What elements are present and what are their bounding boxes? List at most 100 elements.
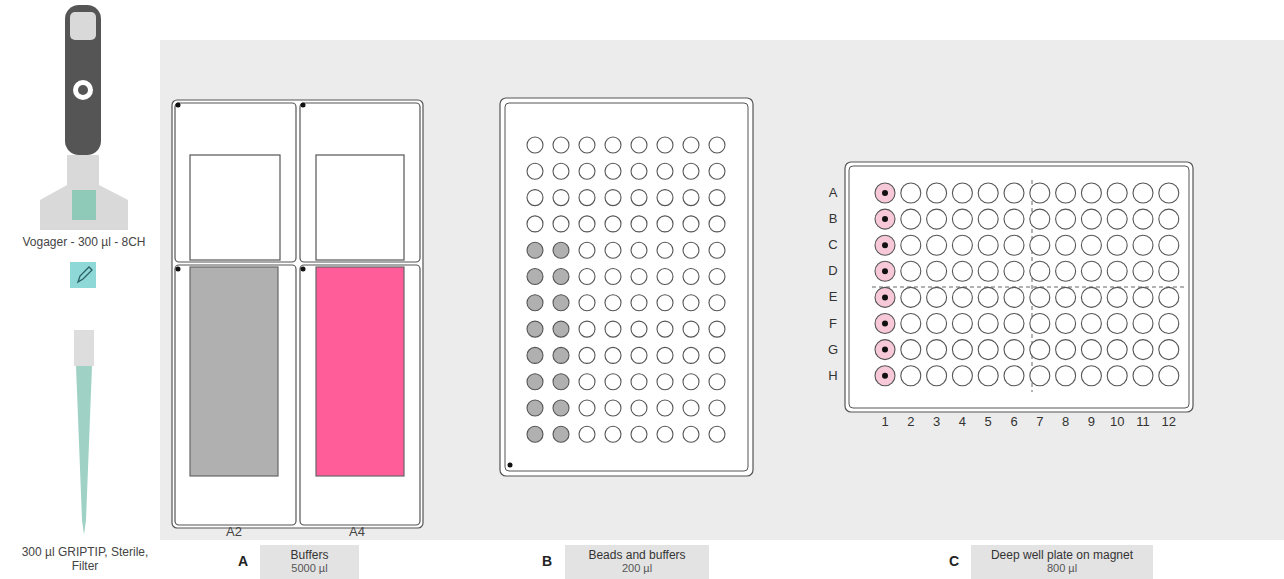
well [657,321,673,337]
instrument-label: Vogager - 300 µl - 8CH [23,236,146,250]
well-sample [875,287,895,307]
sample-dot [882,242,888,248]
sample-dot [882,268,888,274]
well [579,190,595,206]
well [553,295,569,311]
well [579,374,595,390]
well [605,269,621,285]
well [927,235,947,255]
well [927,261,947,281]
well [579,295,595,311]
volume-text: 800 µl [979,562,1145,575]
well [605,374,621,390]
well [683,374,699,390]
well [1004,314,1024,334]
well [527,321,543,337]
sample-dot [882,347,888,353]
well [709,269,725,285]
well [709,163,725,179]
well [1159,366,1179,386]
well [631,295,647,311]
deck-position-box: Beads and buffers200 µl [565,545,709,579]
well [1004,183,1024,203]
well [527,400,543,416]
well [709,216,725,232]
well [1004,366,1024,386]
well [1056,209,1076,229]
well [1133,287,1153,307]
well [631,374,647,390]
row-label: H [828,368,837,383]
well [952,366,972,386]
well [527,190,543,206]
well [605,295,621,311]
well [527,374,543,390]
well [527,426,543,442]
row-label: C [828,238,837,253]
well [683,269,699,285]
well [657,347,673,363]
well [553,374,569,390]
edit-icon [70,262,96,288]
plate-c [845,162,1193,412]
reservoir-holder [172,100,423,528]
well [1159,183,1179,203]
well [657,269,673,285]
well [901,366,921,386]
well [952,235,972,255]
well [657,400,673,416]
well [1133,261,1153,281]
well [927,340,947,360]
position-label: A4 [349,525,365,540]
well [1133,314,1153,334]
well [709,190,725,206]
sample-dot [882,294,888,300]
well [579,347,595,363]
well [657,216,673,232]
well [527,163,543,179]
well [683,163,699,179]
well [1133,183,1153,203]
well [553,137,569,153]
column-label: 9 [1088,415,1095,430]
well [605,321,621,337]
well [631,163,647,179]
well [1004,340,1024,360]
well [579,216,595,232]
row-label: A [829,186,838,201]
well [901,261,921,281]
well [1159,209,1179,229]
well [631,321,647,337]
well [709,295,725,311]
column-label: 8 [1062,415,1069,430]
well [952,314,972,334]
well [579,242,595,258]
well [683,190,699,206]
well [1030,366,1050,386]
well [527,269,543,285]
well [927,314,947,334]
sample-dot [882,373,888,379]
row-label: D [828,264,837,279]
well [631,400,647,416]
deck-position-box: Deep well plate on magnet800 µl [971,545,1153,579]
well [978,287,998,307]
well [901,209,921,229]
well [1081,235,1101,255]
row-label: G [828,342,838,357]
well [605,137,621,153]
well [952,209,972,229]
well [553,321,569,337]
well [657,137,673,153]
well [1056,235,1076,255]
well [657,295,673,311]
well [527,216,543,232]
well [579,137,595,153]
well [901,287,921,307]
well [1056,366,1076,386]
well [709,400,725,416]
well [1056,314,1076,334]
well [1159,314,1179,334]
well [605,242,621,258]
well [901,314,921,334]
